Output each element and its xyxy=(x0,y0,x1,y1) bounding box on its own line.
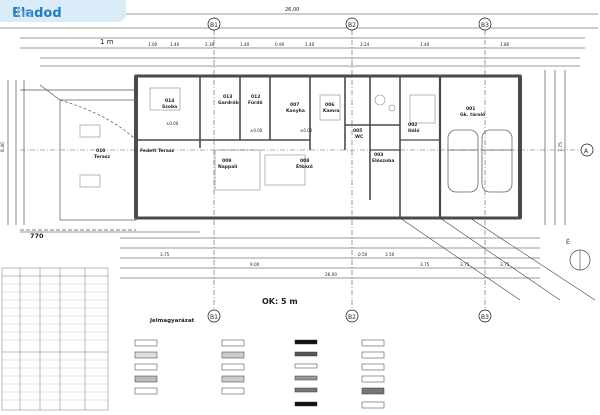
room-013-code: 013 xyxy=(223,94,232,100)
dim-bottom-5: 3.75 xyxy=(420,262,430,267)
room-001-code: 001 xyxy=(466,106,475,112)
level-label: 1 m xyxy=(100,38,114,46)
dim-bottom-6: 3.75 xyxy=(460,262,470,267)
legend: Jelmagyarázat xyxy=(134,317,385,409)
room-covered-terrace: Fedett Terasz xyxy=(140,148,175,154)
furniture xyxy=(79,87,436,191)
dim-top-2: 1.40 xyxy=(170,42,180,47)
room-labels: 014 Szoba 013 Gardrób 012 Fürdő 007 Kony… xyxy=(94,94,485,170)
ok-label: OK: 5 m xyxy=(262,297,298,306)
driveway xyxy=(399,217,596,301)
room-003-code: 003 xyxy=(374,152,383,158)
dim-top-3: 2.30 xyxy=(205,42,215,47)
level-marks: ±0.00 ±0.00 ±0.00 xyxy=(166,121,313,133)
dim-top-1: 1.00 xyxy=(148,42,158,47)
room-003-name: Előszoba xyxy=(372,158,394,164)
level-mark-1: ±0.00 xyxy=(166,121,179,126)
room-014-code: 014 xyxy=(165,98,174,104)
room-002-code: 002 xyxy=(408,122,417,128)
axis-label-top-b1: B1 xyxy=(210,22,218,29)
room-005-code: 005 xyxy=(353,128,362,134)
room-008-name: Étkező xyxy=(296,162,313,170)
top-dimension-lines xyxy=(0,13,598,67)
axis-bubble-bottom-b1: B1 xyxy=(207,309,221,323)
room-002-name: Háló xyxy=(408,127,419,134)
room-010-code: 010 xyxy=(96,148,105,154)
right-vertical-dims xyxy=(20,70,590,225)
dim-bottom-7: 3.75 xyxy=(500,262,510,267)
axis-label-side-a: A xyxy=(584,148,589,155)
room-005-name: WC xyxy=(355,134,364,140)
bottom-row-dims: 3.75 9.00 0.50 3.50 3.75 3.75 3.75 26.00 xyxy=(160,252,510,277)
room-008-code: 008 xyxy=(300,158,309,164)
room-013-name: Gardrób xyxy=(218,99,239,106)
room-009-name: Nappali xyxy=(218,164,238,170)
room-012-name: Fürdő xyxy=(248,100,263,106)
room-table-rows xyxy=(2,283,108,401)
dim-bottom-4: 3.50 xyxy=(385,252,395,257)
eladod-logo[interactable]: Eladod.hu xyxy=(0,0,126,22)
dim-top-9: 1.80 xyxy=(500,42,510,47)
dim-bottom-3: 0.50 xyxy=(358,252,368,257)
room-007-name: Konyha xyxy=(286,108,305,114)
axis-label-top-b2: B2 xyxy=(348,22,356,29)
axis-label-bottom-b3: B3 xyxy=(481,314,489,321)
top-row-dims: 1.00 1.40 2.30 1.40 0.90 1.40 3.24 1.40 … xyxy=(148,42,510,47)
dim-top-5: 0.90 xyxy=(275,42,285,47)
bottom-dimension-lines xyxy=(120,237,540,279)
room-table xyxy=(1,267,109,411)
axis-bubble-top-b1: B1 xyxy=(207,17,221,310)
axis-bubble-side-a: A xyxy=(580,143,594,157)
axis-label-bottom-b2: B2 xyxy=(348,314,356,321)
north-arrow: É xyxy=(566,238,591,271)
dim-bottom-1: 3.75 xyxy=(160,252,170,257)
left-vertical-dims xyxy=(7,80,25,225)
room-014-name: Szoba xyxy=(162,104,177,110)
left-height-dim: 8.40 xyxy=(0,142,6,152)
level-mark-3: ±0.00 xyxy=(300,128,313,133)
axis-label-top-b3: B3 xyxy=(481,22,489,29)
dim-top-8: 1.40 xyxy=(420,42,430,47)
logo-brand: Eladod xyxy=(12,6,62,21)
room-006-name: Kamra xyxy=(323,108,339,114)
site-label: 770 xyxy=(30,232,44,240)
room-006-code: 006 xyxy=(325,102,334,108)
axis-bubble-bottom-b3: B3 xyxy=(478,309,492,323)
room-009-code: 009 xyxy=(222,158,231,164)
dim-top-6: 1.40 xyxy=(305,42,315,47)
dim-bottom-total: 26.00 xyxy=(325,272,337,277)
room-001-name: Gk. tároló xyxy=(460,111,485,118)
dim-bottom-2: 9.00 xyxy=(250,262,260,267)
total-width-dim: 26.00 xyxy=(285,7,299,13)
level-mark-2: ±0.00 xyxy=(250,128,263,133)
axis-bubble-top-b2: B2 xyxy=(345,17,359,310)
building-walls xyxy=(134,74,522,220)
axis-bubble-bottom-b2: B2 xyxy=(345,309,359,323)
dim-top-4: 1.40 xyxy=(240,42,250,47)
room-012-code: 012 xyxy=(251,94,260,100)
north-label: É xyxy=(566,238,570,246)
dim-top-7: 3.24 xyxy=(360,42,370,47)
logo-tld: .hu xyxy=(12,6,33,21)
legend-swatches xyxy=(134,339,385,409)
legend-title: Jelmagyarázat xyxy=(149,317,195,324)
axis-label-bottom-b1: B1 xyxy=(210,314,218,321)
room-007-code: 007 xyxy=(290,102,299,108)
axis-bubble-top-b3: B3 xyxy=(478,17,492,310)
right-height-dim: 7.75 xyxy=(558,142,564,152)
terrace-area xyxy=(20,84,137,231)
room-010-name: Terasz xyxy=(94,154,110,160)
cars xyxy=(447,129,513,193)
